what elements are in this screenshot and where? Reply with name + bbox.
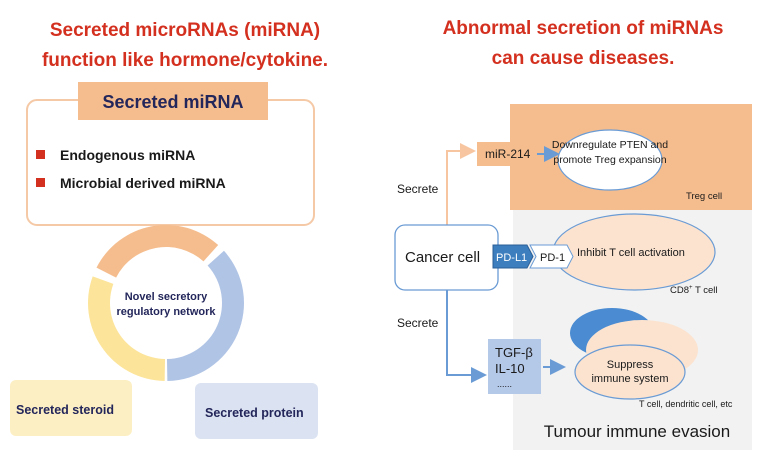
pdl1-label: PD-L1 <box>496 252 527 264</box>
cytokine-more: ...... <box>497 379 512 389</box>
pdl1-shape <box>492 244 534 269</box>
suppress-ellipse <box>574 344 686 400</box>
cancer-cell-label: Cancer cell <box>405 249 480 266</box>
secrete-arrow-top <box>446 143 476 225</box>
secrete-label-bottom: Secrete <box>397 316 439 330</box>
ring-center-line-2: regulatory network <box>116 306 216 318</box>
pd1-shape <box>529 244 574 269</box>
right-title-line-2: can cause diseases. <box>492 48 675 69</box>
secreted-mirna-header: Secreted miRNA <box>102 92 243 112</box>
ring-segment-protein <box>166 250 245 381</box>
bullet-icon <box>36 150 45 159</box>
ring-segment-steroid <box>88 276 166 381</box>
treg-effect-line-1: Downregulate PTEN and <box>552 139 668 151</box>
bullet-microbial: Microbial derived miRNA <box>60 175 226 191</box>
cytokine-tgf: TGF-β <box>495 345 533 360</box>
left-title-line-1: Secreted microRNAs (miRNA) <box>50 20 320 41</box>
treg-cell-label: Treg cell <box>686 191 722 202</box>
right-title-line-1: Abnormal secretion of miRNAs <box>443 18 724 39</box>
cd8-label: CD8+ T cell <box>670 285 718 296</box>
secreted-protein-box <box>195 383 318 439</box>
ring-segment-mirna <box>96 225 219 278</box>
secrete-label-top: Secrete <box>397 182 439 196</box>
cytokine-box <box>488 339 541 394</box>
secrete-arrow-bottom <box>446 290 487 383</box>
secreted-steroid-box <box>10 380 132 436</box>
left-title-line-2: function like hormone/cytokine. <box>42 50 328 71</box>
pd1-label: PD-1 <box>540 252 565 264</box>
secreted-protein-label: Secreted protein <box>205 406 304 420</box>
ring-center-line-1: Novel secretory <box>125 291 208 303</box>
suppress-line-1: Suppress <box>607 359 654 371</box>
treg-effect-ellipse <box>557 129 663 191</box>
cytokine-il10: IL-10 <box>495 361 525 376</box>
inhibit-label: Inhibit T cell activation <box>577 247 685 259</box>
bullet-icon <box>36 178 45 187</box>
secreted-steroid-label: Secreted steroid <box>16 403 114 417</box>
cells-label: T cell, dendritic cell, etc <box>639 399 733 409</box>
mir214-box <box>477 142 512 166</box>
suppress-line-2: immune system <box>591 373 668 385</box>
secretory-ring <box>88 225 245 381</box>
mir214-label: miR-214 <box>485 147 531 161</box>
treg-effect-line-2: promote Treg expansion <box>553 154 666 166</box>
tumour-evasion-label: Tumour immune evasion <box>544 422 730 441</box>
secreted-mirna-header-box <box>78 82 268 120</box>
bullet-endogenous: Endogenous miRNA <box>60 147 195 163</box>
